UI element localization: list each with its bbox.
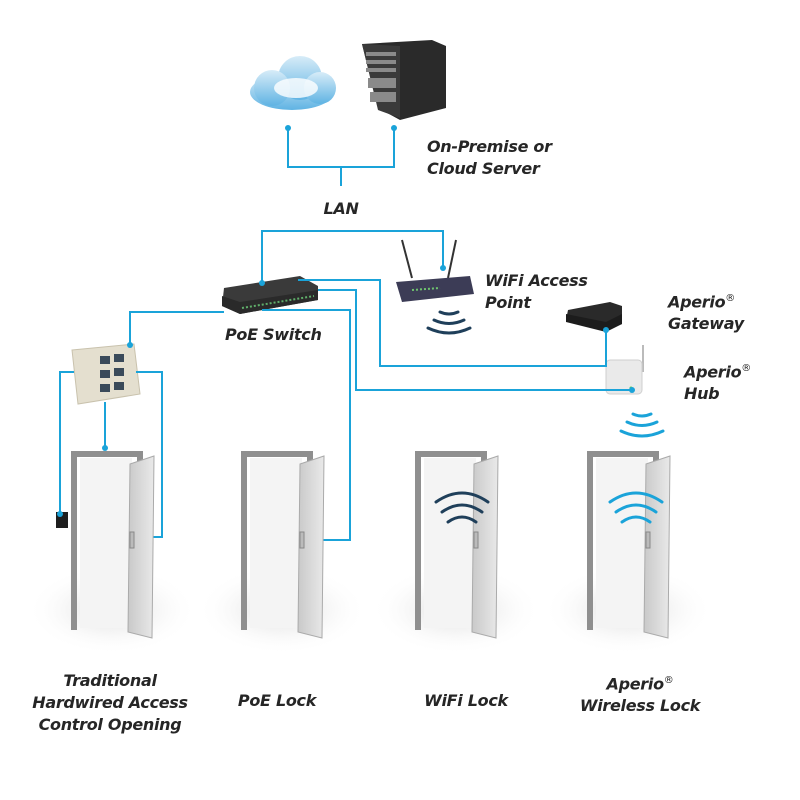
registered-mark: ® bbox=[663, 675, 674, 686]
door-leaf bbox=[643, 455, 671, 639]
lan-label: LAN bbox=[323, 199, 359, 218]
server-label: On-Premise or Cloud Server bbox=[427, 136, 552, 180]
wifi-access-point-icon bbox=[396, 239, 474, 302]
gateway-label-line2: Gateway bbox=[668, 314, 744, 334]
door-4 bbox=[543, 451, 713, 655]
door-2 bbox=[197, 451, 367, 655]
door-leaf bbox=[471, 455, 499, 639]
switch-to-panel-line bbox=[129, 311, 224, 345]
hub-label: Aperio® Hub bbox=[684, 358, 751, 405]
door-label-line2: Wireless Lock bbox=[579, 696, 701, 716]
poe-switch-icon bbox=[222, 276, 318, 314]
registered-mark: ® bbox=[725, 293, 735, 304]
lock-handle-icon bbox=[299, 531, 305, 549]
switch-to-ap-line bbox=[261, 230, 444, 283]
door-1 bbox=[27, 451, 197, 655]
gateway-label-line1: Aperio bbox=[668, 292, 726, 312]
door-label-line2: Hardwired Access bbox=[32, 693, 188, 712]
door-label-wifi-lock: WiFi Lock bbox=[424, 691, 508, 710]
access-control-panel-icon bbox=[71, 343, 141, 405]
panel-to-reader-line bbox=[59, 371, 74, 514]
poe-switch-label: PoE Switch bbox=[225, 325, 322, 344]
aperio-hub-icon bbox=[605, 345, 644, 395]
door-opening bbox=[424, 458, 476, 628]
wifi-ap-label: WiFi Access Point bbox=[485, 270, 588, 314]
wifi-ap-label-line1: WiFi Access bbox=[485, 271, 588, 290]
lan-connection bbox=[287, 128, 395, 168]
wifi-ap-label-line2: Point bbox=[485, 293, 531, 312]
aperio-lock-waves-icon bbox=[608, 491, 664, 524]
door-label-aperio-lock: Aperio® Wireless Lock bbox=[579, 670, 701, 717]
door-3 bbox=[371, 451, 541, 655]
door-label-line3: Control Opening bbox=[38, 715, 182, 734]
lock-handle-icon bbox=[473, 531, 479, 549]
hub-label-line1: Aperio bbox=[684, 362, 742, 382]
door-label-traditional: Traditional Hardwired Access Control Ope… bbox=[32, 670, 188, 736]
wifi-waves-icon bbox=[426, 310, 472, 335]
wifi-lock-waves-icon bbox=[434, 491, 490, 524]
server-label-line1: On-Premise or bbox=[427, 137, 552, 156]
panel-to-lock-line bbox=[136, 371, 163, 538]
door-opening bbox=[250, 458, 302, 628]
door-leaf bbox=[297, 455, 325, 639]
hub-wireless-waves-icon bbox=[619, 412, 665, 438]
door-label-poe-lock: PoE Lock bbox=[237, 691, 317, 710]
door-opening bbox=[80, 458, 132, 628]
hub-label-line2: Hub bbox=[684, 384, 720, 404]
door-label-line1: Aperio bbox=[606, 674, 665, 694]
switch-to-hub-line bbox=[318, 289, 632, 391]
lock-handle-icon bbox=[129, 531, 135, 549]
registered-mark: ® bbox=[741, 363, 751, 374]
aperio-gateway-icon bbox=[566, 302, 622, 332]
cloud-icon bbox=[250, 56, 336, 110]
door-leaf bbox=[127, 455, 155, 639]
switch-to-gateway-line bbox=[298, 279, 607, 367]
server-rack-icon bbox=[362, 40, 446, 120]
lock-handle-icon bbox=[645, 531, 651, 549]
server-label-line2: Cloud Server bbox=[427, 159, 540, 178]
door-opening bbox=[596, 458, 648, 628]
gateway-label: Aperio® Gateway bbox=[668, 288, 744, 335]
door-label-line1: Traditional bbox=[63, 671, 157, 690]
